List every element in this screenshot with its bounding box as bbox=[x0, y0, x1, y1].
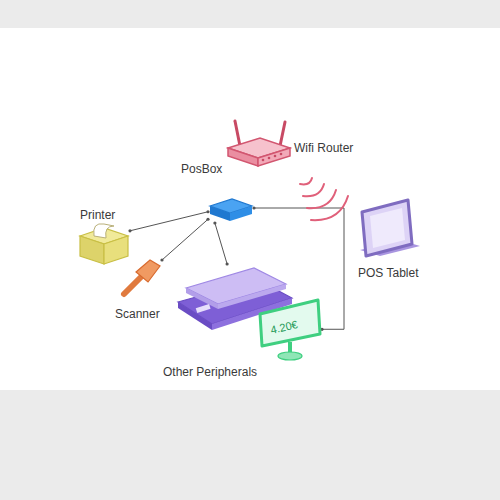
cable-end-dot bbox=[160, 258, 163, 261]
device-label-box: PosBox bbox=[181, 159, 222, 177]
wifi-waves bbox=[300, 178, 348, 220]
device-node: Other Peripherals bbox=[176, 264, 322, 360]
device-label: Wifi Router bbox=[294, 141, 353, 155]
cable-end-dot bbox=[206, 210, 209, 213]
device-label: Scanner bbox=[115, 307, 160, 321]
tablet-icon bbox=[360, 200, 420, 256]
device-label: PosBox bbox=[181, 162, 222, 176]
device-node: Wifi Router bbox=[226, 118, 290, 166]
price-readout: 4.20€ bbox=[269, 318, 299, 336]
device-label: Other Peripherals bbox=[163, 365, 257, 379]
device-label: POS Tablet bbox=[358, 266, 418, 280]
top-band bbox=[0, 0, 500, 28]
cable-end-dot bbox=[213, 221, 216, 224]
cable-end-dot bbox=[206, 218, 209, 221]
cable-end-dot bbox=[128, 229, 131, 232]
customer-display-icon bbox=[260, 300, 320, 360]
device-node: PosBox bbox=[208, 198, 254, 223]
device-label-box: Other Peripherals bbox=[163, 362, 257, 380]
device-node: Printer bbox=[78, 222, 130, 266]
cable-connector bbox=[215, 223, 227, 264]
cable-end-dot bbox=[226, 262, 229, 265]
cable-connector bbox=[130, 212, 208, 231]
device-label: Printer bbox=[80, 208, 115, 222]
cable-connector bbox=[162, 219, 208, 260]
posbox-icon bbox=[210, 199, 252, 221]
scanner-icon bbox=[124, 260, 160, 294]
device-node: POS Tablet bbox=[356, 198, 422, 258]
device-label-box: Printer bbox=[80, 205, 115, 223]
cable-end-dot bbox=[252, 206, 255, 209]
device-node: Scanner bbox=[120, 258, 162, 298]
device-label-box: POS Tablet bbox=[358, 263, 418, 281]
bottom-band bbox=[0, 390, 500, 500]
printer-icon bbox=[80, 224, 128, 264]
price-readout-box: 4.20€ bbox=[268, 314, 299, 338]
router-icon bbox=[228, 121, 290, 166]
device-label-box: Wifi Router bbox=[294, 138, 353, 156]
device-label-box: Scanner bbox=[115, 304, 160, 322]
